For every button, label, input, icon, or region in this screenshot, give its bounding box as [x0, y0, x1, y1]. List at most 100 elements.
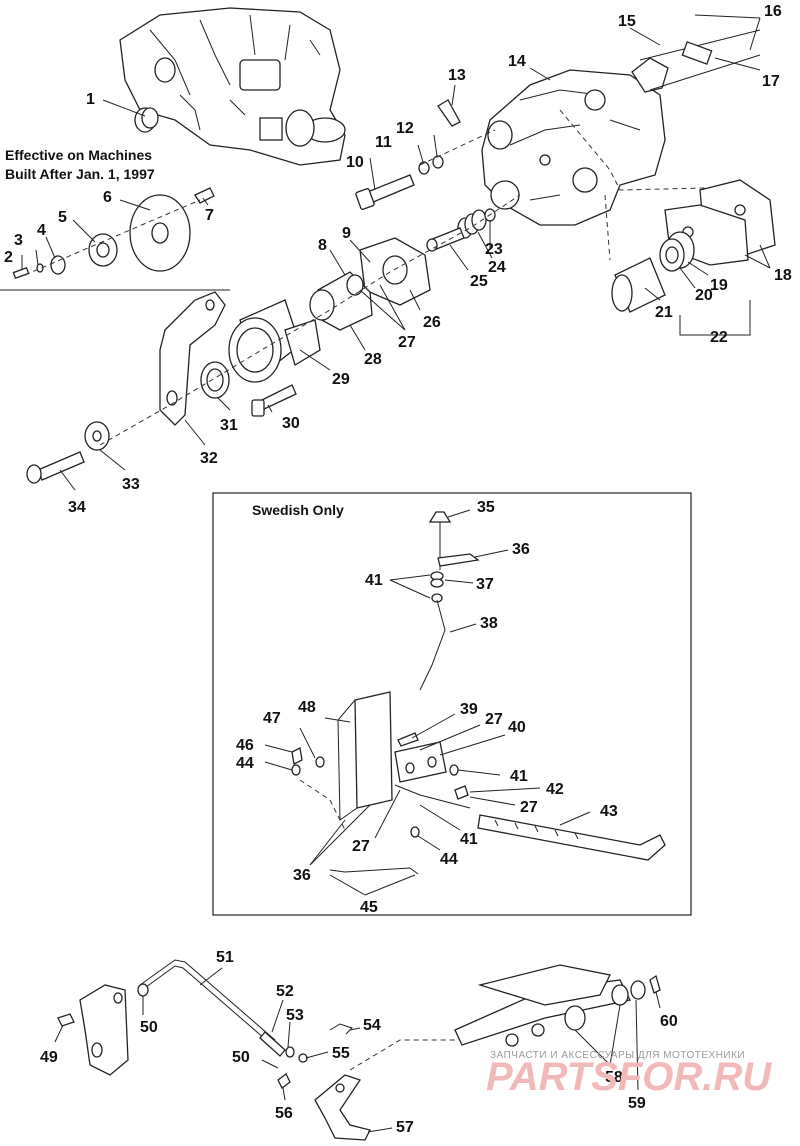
swedish-only-frame — [212, 492, 692, 916]
callout-45: 45 — [360, 899, 378, 916]
callout-10: 10 — [346, 154, 364, 171]
callout-43: 43 — [600, 803, 618, 820]
nut-44 — [410, 826, 420, 838]
effective-axis — [24, 199, 201, 276]
callout-27a: 27 — [398, 334, 416, 351]
callout-22: 22 — [710, 329, 728, 346]
lever-43 — [477, 814, 666, 861]
callout-40: 40 — [508, 719, 526, 736]
bolt-42 — [454, 785, 469, 800]
pin-60 — [649, 974, 661, 994]
arm-32 — [159, 291, 226, 426]
callout-13: 13 — [448, 67, 466, 84]
washer-33 — [84, 421, 110, 451]
callout-60: 60 — [660, 1013, 678, 1030]
callout-47: 47 — [263, 710, 281, 727]
nut-53 — [285, 1046, 295, 1058]
bolt-10 — [355, 174, 415, 210]
callout-15: 15 — [618, 13, 636, 30]
callout-48: 48 — [298, 699, 316, 716]
callout-16: 16 — [764, 3, 782, 20]
callout-21: 21 — [655, 304, 673, 321]
callout-50a: 50 — [140, 1019, 158, 1036]
callout-52: 52 — [276, 983, 294, 1000]
callout-27b: 27 — [485, 711, 503, 728]
spring-52 — [259, 1031, 286, 1057]
callout-12: 12 — [396, 120, 414, 137]
bolt-46 — [291, 747, 303, 765]
callout-51: 51 — [216, 949, 234, 966]
watermark-tagline: ЗАПЧАСТИ И АКСЕССУАРЫ ДЛЯ МОТОТЕХНИКИ — [490, 1050, 745, 1061]
plate-40 — [394, 741, 447, 783]
clip-36 — [437, 553, 480, 567]
bushing-59 — [630, 980, 646, 1000]
pedal-arm-57 — [314, 1074, 371, 1141]
bolt-30 — [251, 384, 297, 417]
callout-38: 38 — [480, 615, 498, 632]
callout-numbers: 1 2 3 4 5 6 7 8 9 10 11 12 13 14 15 16 1… — [4, 3, 792, 1136]
callout-41c: 41 — [460, 831, 478, 848]
callout-1: 1 — [86, 91, 95, 108]
callout-44a: 44 — [236, 755, 254, 772]
pin-39 — [397, 732, 419, 747]
engine-block — [119, 7, 346, 166]
effective-note-line1: Effective on Machines — [5, 147, 152, 163]
callout-41b: 41 — [510, 768, 528, 785]
callout-23: 23 — [485, 241, 503, 258]
swedish-only-label: Swedish Only — [252, 502, 344, 518]
bracket-22-brace — [679, 300, 751, 336]
callout-25: 25 — [470, 273, 488, 290]
callout-26: 26 — [423, 314, 441, 331]
callout-19: 19 — [710, 277, 728, 294]
bracket-48 — [337, 691, 393, 821]
callout-9: 9 — [342, 225, 351, 242]
callout-27d: 27 — [352, 838, 370, 855]
callout-27c: 27 — [520, 799, 538, 816]
callout-11: 11 — [375, 134, 392, 151]
rod-51 — [137, 959, 276, 1046]
spring-37 — [430, 571, 444, 603]
callout-55: 55 — [332, 1045, 350, 1062]
washer-3 — [36, 263, 44, 273]
cam-28 — [309, 271, 373, 331]
callout-53: 53 — [286, 1007, 304, 1024]
callout-24: 24 — [488, 259, 506, 276]
callout-18: 18 — [774, 267, 792, 284]
callout-36b: 36 — [293, 867, 311, 884]
disc-6 — [129, 194, 191, 272]
hub-5 — [88, 233, 118, 267]
bolt-56 — [277, 1073, 291, 1089]
callout-57: 57 — [396, 1119, 414, 1136]
callout-35: 35 — [477, 499, 495, 516]
callout-50b: 50 — [232, 1049, 250, 1066]
screw-2 — [12, 266, 30, 280]
callout-30: 30 — [282, 415, 300, 432]
bearing-19-20 — [659, 231, 695, 272]
callout-59: 59 — [628, 1095, 646, 1112]
callout-32: 32 — [200, 450, 218, 467]
callout-8: 8 — [318, 237, 327, 254]
housing-assembly — [481, 29, 761, 261]
callout-3: 3 — [14, 232, 23, 249]
callout-5: 5 — [58, 209, 67, 226]
bolt-13 — [437, 99, 461, 127]
effective-note-line2: Built After Jan. 1, 1997 — [5, 166, 155, 182]
clips-45 — [329, 867, 419, 875]
callout-49: 49 — [40, 1049, 58, 1066]
callout-44b: 44 — [440, 851, 458, 868]
cylinder-21 — [611, 257, 666, 313]
callout-39: 39 — [460, 701, 478, 718]
ring-31 — [200, 361, 230, 399]
pin-25 — [426, 227, 465, 252]
link-43 — [394, 784, 471, 809]
washer-41 — [449, 764, 459, 776]
brake-pedal-assembly — [454, 964, 631, 1047]
washer-12 — [432, 155, 444, 169]
callout-31: 31 — [220, 417, 238, 434]
callout-42: 42 — [546, 781, 564, 798]
callout-34: 34 — [68, 499, 86, 516]
callout-14: 14 — [508, 53, 526, 70]
bolt-axis — [419, 129, 496, 166]
callout-37: 37 — [476, 576, 494, 593]
